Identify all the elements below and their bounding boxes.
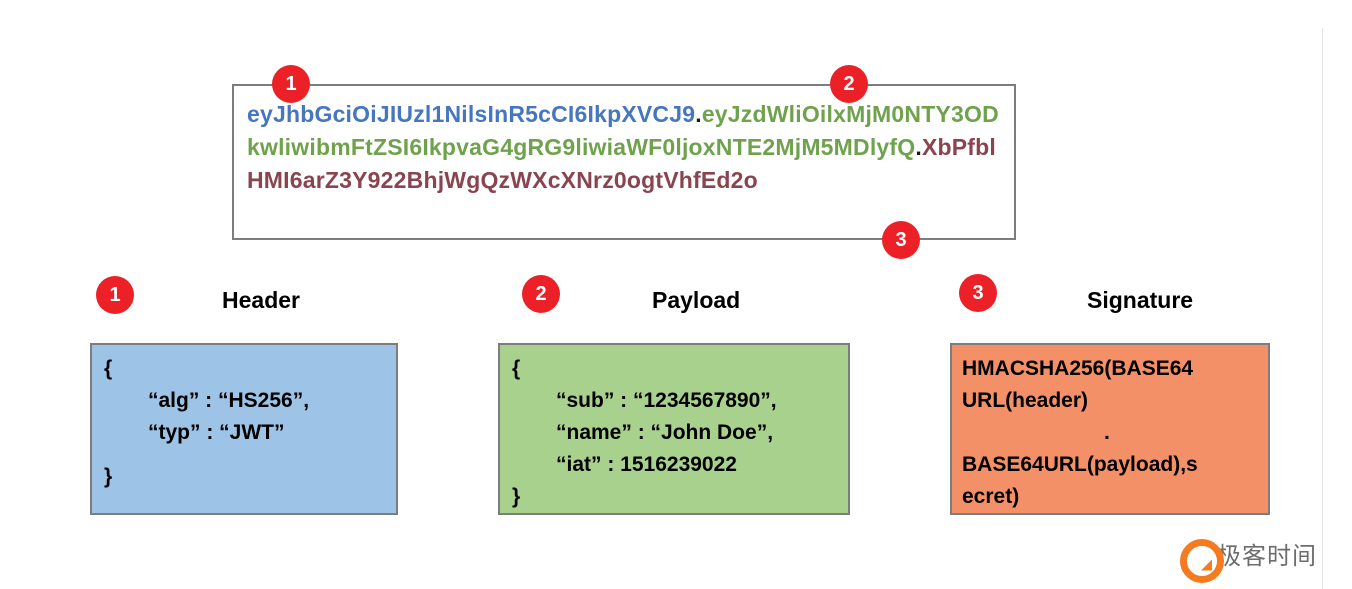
token-signature-segment: XbPfblHMI6arZ3Y922BhjWgQzWXcXNrz0ogtVhfE… — [247, 134, 996, 193]
signature-line: HMACSHA256(BASE64 — [962, 357, 1194, 380]
signature-line: ecret) — [962, 485, 1020, 508]
jwt-token-text: eyJhbGciOiJIUzl1NilsInR5cCI6IkpXVCJ9.eyJ… — [247, 98, 1002, 197]
header-content-box: { “alg” : “HS256”, “typ” : “JWT” } — [90, 343, 398, 515]
header-line: “alg” : “HS256”, — [148, 389, 310, 412]
badge-2-token-payload: 2 — [830, 65, 868, 103]
token-separator-1: . — [695, 101, 702, 127]
badge-3-section-signature: 3 — [959, 274, 997, 312]
signature-content-box: HMACSHA256(BASE64 URL(header) . BASE64UR… — [950, 343, 1270, 515]
badge-2-section-payload: 2 — [522, 275, 560, 313]
badge-1-token-header: 1 — [272, 65, 310, 103]
signature-line: BASE64URL(payload),s — [962, 453, 1198, 476]
badge-3-token-signature: 3 — [882, 221, 920, 259]
token-payload-segment: eyJzdWliOilxMjM0NTY3ODkwliwibmFtZSI6Ikpv… — [247, 101, 999, 160]
payload-line: { — [512, 357, 521, 380]
header-line: “typ” : “JWT” — [148, 421, 285, 444]
payload-line: “name” : “John Doe”, — [556, 421, 774, 444]
geektime-logo: 极客时间 — [1180, 536, 1317, 583]
geektime-logo-text: 极客时间 — [1217, 543, 1317, 570]
header-section-title: Header — [222, 287, 300, 313]
signature-section-title: Signature — [1087, 287, 1194, 313]
jwt-token-box: eyJhbGciOiJIUzl1NilsInR5cCI6IkpXVCJ9.eyJ… — [232, 84, 1016, 240]
payload-line: “iat” : 1516239022 — [556, 453, 737, 476]
right-edge-divider — [1322, 28, 1323, 589]
signature-line: URL(header) — [962, 389, 1089, 412]
token-header-segment: eyJhbGciOiJIUzl1NilsInR5cCI6IkpXVCJ9 — [247, 101, 696, 127]
payload-section-title: Payload — [652, 287, 741, 313]
geektime-logo-icon — [1180, 538, 1224, 583]
payload-line: } — [512, 485, 521, 508]
badge-1-section-header: 1 — [96, 276, 134, 314]
signature-line: . — [1104, 421, 1110, 444]
payload-line: “sub” : “1234567890”, — [556, 389, 777, 412]
payload-content-box: { “sub” : “1234567890”, “name” : “John D… — [498, 343, 850, 515]
token-separator-2: . — [915, 134, 922, 160]
header-line: } — [104, 465, 113, 488]
header-line: { — [104, 357, 113, 380]
